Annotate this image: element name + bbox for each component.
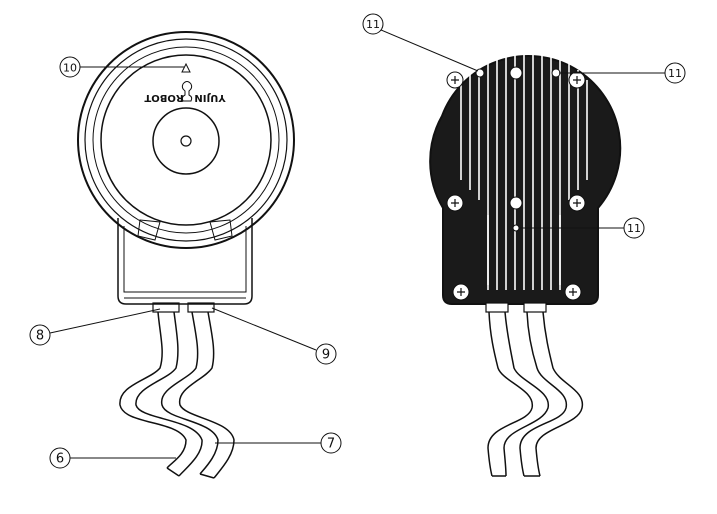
callout-8: 8: [36, 329, 44, 344]
callout-10: 10: [63, 62, 77, 75]
logo-text-right: YUJIN: [194, 92, 226, 103]
callout-circle-6: [49, 447, 71, 469]
back-cables: [487, 311, 583, 477]
front-face: [100, 54, 272, 226]
hole-icon: [551, 68, 561, 78]
callout-circle-11b: [664, 62, 686, 84]
screw-icon: [509, 196, 523, 210]
front-hub-center: [180, 135, 192, 147]
hole-icon: [512, 224, 520, 232]
back-cable-right: [519, 311, 583, 477]
leader-line-9: [211, 307, 317, 351]
callout-circle-9: [315, 343, 337, 365]
screw-crosses: [451, 76, 581, 296]
callout-circle-8: [29, 324, 51, 346]
front-lower-housing: [117, 218, 253, 305]
back-housing-outline: [429, 55, 622, 305]
callout-circle-11c: [623, 217, 645, 239]
front-ring-2: [84, 38, 288, 242]
screw-icon: [509, 66, 523, 80]
callout-9: 9: [322, 348, 330, 363]
front-outer-ring: [77, 31, 295, 249]
front-view: [77, 31, 295, 313]
callout-11b: 11: [668, 67, 682, 80]
logo-text-left: ROBOT: [144, 92, 183, 103]
callout-11c: 11: [627, 222, 641, 235]
front-connector-right: [187, 302, 215, 313]
front-cable-6: [119, 311, 203, 477]
callout-11a: 11: [366, 18, 380, 31]
front-mount-tab-left: [137, 219, 161, 241]
callout-6: 6: [56, 452, 64, 467]
back-connectors: [485, 302, 547, 313]
leader-line-8: [49, 308, 161, 334]
callout-circle-7: [320, 432, 342, 454]
front-logo: ROBOT YUJIN: [144, 81, 227, 103]
front-connector-left: [152, 302, 180, 313]
leader-line-11a: [380, 29, 479, 72]
front-ring-3: [92, 46, 280, 234]
heat-sink-fins: [460, 48, 588, 290]
callout-7: 7: [327, 437, 335, 452]
front-hub: [152, 107, 220, 175]
back-cable-left: [487, 311, 549, 477]
callout-circle-10: [59, 56, 81, 78]
front-lower-inner: [123, 226, 247, 293]
robot-mascot-icon: [181, 81, 193, 102]
callout-circle-11a: [362, 13, 384, 35]
front-cable-7: [161, 311, 235, 479]
back-view: [429, 48, 622, 313]
front-cables: [119, 311, 235, 479]
callouts: 10 8 9 6 7 11 11 11: [29, 13, 686, 469]
alignment-triangle-icon: [181, 62, 191, 73]
